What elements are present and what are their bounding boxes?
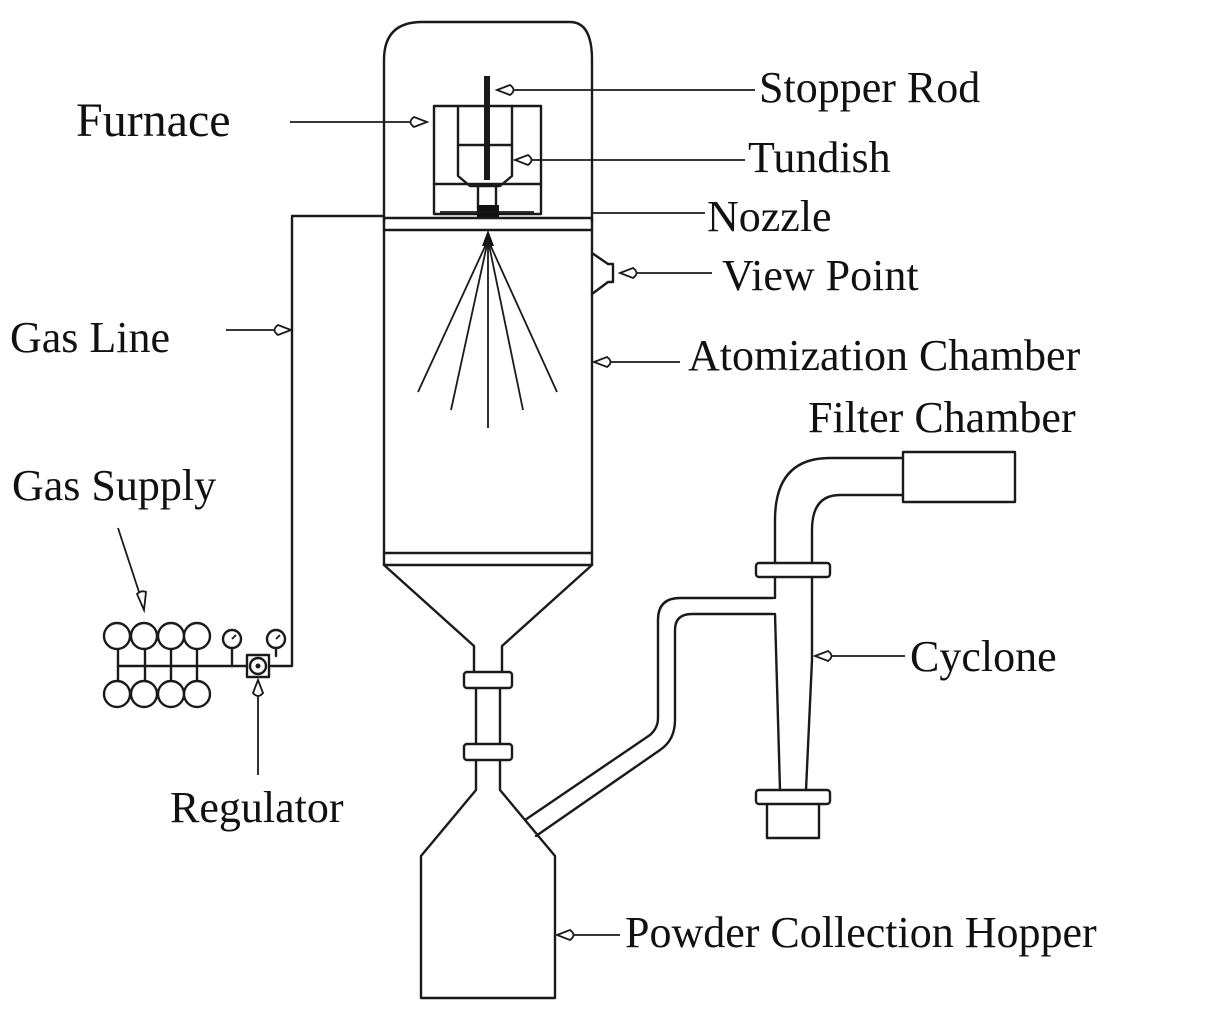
tundish bbox=[456, 104, 514, 188]
gas-line bbox=[268, 214, 386, 668]
gas-cylinder bbox=[129, 621, 159, 651]
gas-cylinder bbox=[102, 679, 132, 709]
filter-elbow-inner bbox=[810, 493, 905, 565]
pointer-icon bbox=[251, 677, 265, 697]
leader-lines bbox=[117, 83, 905, 942]
pointer-icon bbox=[512, 153, 533, 167]
spray-line bbox=[450, 239, 489, 411]
pointer-icon bbox=[135, 590, 147, 614]
cyclone-top-flange bbox=[754, 561, 832, 579]
atomization-chamber bbox=[382, 228, 594, 567]
pointer-icon bbox=[617, 266, 638, 280]
label-gas-supply: Gas Supply bbox=[12, 461, 216, 510]
gas-cylinder bbox=[182, 679, 212, 709]
label-atomization-chamber: Atomization Chamber bbox=[688, 331, 1081, 380]
spray-line bbox=[417, 239, 489, 393]
transfer-pipe-outer bbox=[523, 596, 775, 822]
label-view-point: View Point bbox=[722, 251, 919, 300]
spray-line bbox=[487, 239, 524, 411]
label-powder-collection-hopper: Powder Collection Hopper bbox=[625, 908, 1097, 957]
gas-supply-cylinders bbox=[102, 621, 250, 709]
gas-cylinder bbox=[129, 679, 159, 709]
label-filter-chamber: Filter Chamber bbox=[808, 393, 1076, 442]
chamber-cone bbox=[382, 563, 594, 674]
pointer-icon bbox=[273, 323, 294, 337]
label-nozzle: Nozzle bbox=[707, 192, 832, 241]
powder-collection-hopper bbox=[419, 758, 557, 1000]
filter-elbow-outer bbox=[773, 456, 905, 565]
label-furnace: Furnace bbox=[76, 94, 231, 147]
gas-cylinder bbox=[102, 621, 132, 651]
regulator-valve bbox=[245, 653, 271, 679]
pointer-icon bbox=[409, 115, 430, 129]
cyclone-bottom-flange bbox=[754, 788, 832, 806]
label-gas-line: Gas Line bbox=[10, 313, 170, 362]
nozzle-jet bbox=[482, 230, 494, 246]
pressure-gauge-right bbox=[265, 628, 287, 658]
cyclone-body bbox=[773, 575, 814, 792]
label-regulator: Regulator bbox=[170, 783, 344, 832]
furnace-housing bbox=[382, 20, 594, 224]
pressure-gauge-left bbox=[221, 628, 243, 668]
chamber-top-flange bbox=[382, 216, 594, 232]
pointer-icon bbox=[554, 928, 575, 942]
pipe-flange-upper bbox=[462, 670, 514, 690]
pointer-icon bbox=[591, 355, 612, 369]
cyclone-dust-cup bbox=[765, 802, 821, 840]
filter-chamber bbox=[901, 450, 1017, 504]
gas-cylinder bbox=[156, 621, 186, 651]
transfer-pipe-inner bbox=[534, 612, 775, 838]
gas-cylinder bbox=[182, 621, 212, 651]
pointer-icon bbox=[494, 83, 515, 97]
spray-line bbox=[487, 239, 558, 393]
label-cyclone: Cyclone bbox=[910, 632, 1057, 681]
stopper-rod bbox=[484, 76, 490, 180]
view-port bbox=[590, 251, 615, 296]
label-tundish: Tundish bbox=[748, 133, 891, 182]
spray-cone bbox=[417, 239, 558, 428]
pointer-icon bbox=[812, 649, 833, 663]
pipe-flange-lower bbox=[462, 742, 514, 762]
label-stopper-rod: Stopper Rod bbox=[759, 63, 980, 112]
gas-cylinder bbox=[156, 679, 186, 709]
